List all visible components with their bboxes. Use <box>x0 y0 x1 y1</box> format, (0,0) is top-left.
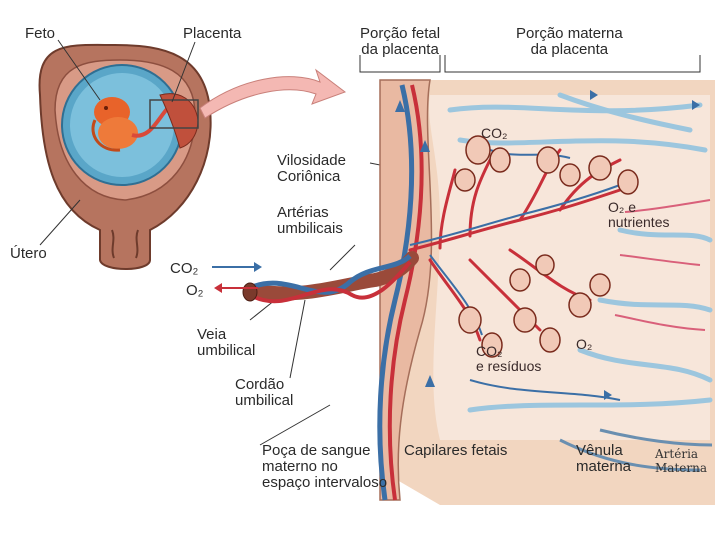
label-cordao-umbilical: Cordão umbilical <box>235 376 294 409</box>
label-co2-top: CO₂ <box>481 125 508 141</box>
label-veia-umbilical: Veia umbilical <box>197 326 256 359</box>
label-arteria-materna: Artéria Materna <box>655 447 707 475</box>
label-utero: Útero <box>10 245 47 262</box>
label-poca-de-sangue: Poça de sangue materno no espaço interva… <box>262 442 388 491</box>
label-feto: Feto <box>25 25 56 42</box>
label-arterias-umbilicais: Artérias umbilicais <box>277 204 343 237</box>
label-co2-residuos: CO₂ e resíduos <box>476 343 542 374</box>
chorionic-villi <box>408 148 622 342</box>
placenta-cross-section <box>212 79 715 505</box>
label-vilosidade-corionica: Vilosidade Coriônica <box>277 152 346 185</box>
label-o2-cord: O₂ <box>186 282 204 299</box>
label-placenta: Placenta <box>183 25 242 42</box>
label-o2-nutrientes: O₂ e nutrientes <box>608 199 670 230</box>
label-venula-materna: Vênula materna <box>576 442 632 475</box>
label-co2-cord: CO₂ <box>170 260 199 277</box>
label-capilares-fetais: Capilares fetais <box>404 442 508 459</box>
label-porcao-materna: Porção materna da placenta <box>516 25 623 58</box>
zoom-arrow-icon <box>199 68 347 119</box>
label-o2-bottom: O₂ <box>576 336 593 352</box>
uterus-illustration <box>38 43 212 270</box>
label-porcao-fetal: Porção fetal da placenta <box>360 25 441 58</box>
fetus-icon <box>91 97 138 152</box>
